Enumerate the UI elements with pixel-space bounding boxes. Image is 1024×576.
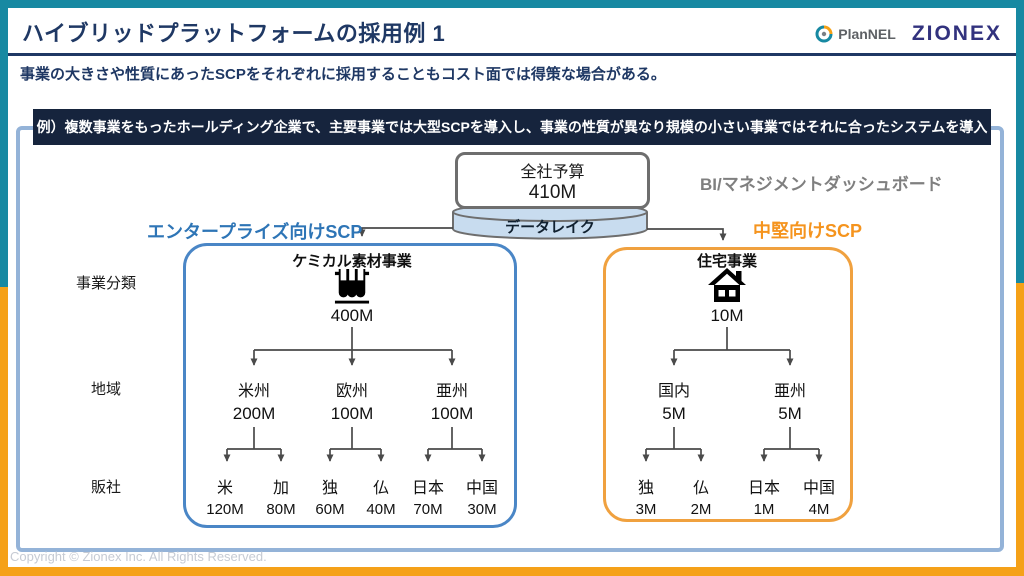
sales-node: 中国: [802, 480, 836, 497]
bi-dashboard-label: BI/マネジメントダッシュボード: [700, 175, 943, 194]
sales-value: 60M: [315, 501, 345, 518]
example-note-banner: 例）複数事業をもったホールディング企業で、主要事業では大型SCPを導入し、事業の…: [33, 109, 991, 145]
sales-value: 1M: [753, 501, 775, 518]
sales-value: 30M: [467, 501, 497, 518]
row-label-region: 地域: [90, 381, 122, 398]
logo-area: PlanNEL ZIONEX: [815, 22, 1002, 46]
sales-node: 独: [321, 480, 339, 497]
midsize-scp-label: 中堅向けSCP: [753, 221, 863, 241]
region-value: 5M: [778, 404, 802, 423]
sales-value: 80M: [266, 501, 296, 518]
plannel-logo: PlanNEL: [815, 25, 896, 43]
house-icon: [707, 268, 747, 309]
region-node: 亜州: [773, 383, 807, 400]
sales-node: 仏: [692, 480, 710, 497]
enterprise-scp-label: エンタープライズ向けSCP: [147, 222, 363, 242]
frame-top-border: [0, 0, 1024, 8]
sales-node: 日本: [747, 480, 781, 497]
region-node: 米州: [237, 383, 271, 400]
row-label-sales: 販社: [90, 479, 122, 496]
sales-value: 2M: [690, 501, 712, 518]
zionex-logo-text: ZIONEX: [911, 22, 1002, 45]
page-title: ハイブリッドプラットフォームの採用例 1: [22, 21, 446, 46]
region-node: 欧州: [335, 383, 369, 400]
sales-node: 独: [637, 480, 655, 497]
sales-node: 中国: [465, 480, 499, 497]
sales-node: 米: [216, 480, 234, 497]
business-value: 400M: [330, 306, 374, 325]
frame-right-border: [1016, 8, 1024, 567]
sales-value: 3M: [635, 501, 657, 518]
region-value: 5M: [662, 404, 686, 423]
row-label-business: 事業分類: [75, 275, 137, 292]
sales-node: 日本: [411, 480, 445, 497]
budget-title: 全社予算: [520, 163, 585, 181]
sales-value: 40M: [366, 501, 396, 518]
sales-node: 仏: [372, 480, 390, 497]
test-tubes-icon: [333, 268, 371, 309]
region-value: 200M: [232, 404, 276, 423]
region-value: 100M: [330, 404, 374, 423]
plannel-logo-text: PlanNEL: [838, 26, 896, 42]
business-value: 10M: [710, 306, 744, 325]
frame-left-border: [0, 8, 8, 567]
midsize-scp-box: [603, 247, 853, 522]
region-node: 亜州: [435, 383, 469, 400]
sales-value: 70M: [413, 501, 443, 518]
company-budget-box: 全社予算 410M: [455, 152, 650, 209]
subtitle: 事業の大きさや性質にあったSCPをそれぞれに採用することもコスト面では得策な場合…: [20, 66, 666, 83]
region-value: 100M: [430, 404, 474, 423]
datalake-label: データレイク: [505, 219, 595, 236]
title-divider: [8, 53, 1016, 56]
enterprise-scp-box: [183, 243, 517, 528]
copyright-text: Copyright © Zionex Inc. All Rights Reser…: [10, 549, 267, 564]
business-node: ケミカル素材事業: [292, 253, 412, 270]
business-node: 住宅事業: [696, 253, 758, 270]
plannel-swirl-icon: [815, 25, 833, 43]
sales-value: 120M: [206, 501, 244, 518]
region-node: 国内: [657, 383, 691, 400]
frame-bottom-border: [0, 567, 1024, 576]
budget-value: 410M: [528, 181, 577, 203]
sales-value: 4M: [808, 501, 830, 518]
sales-node: 加: [272, 480, 290, 497]
